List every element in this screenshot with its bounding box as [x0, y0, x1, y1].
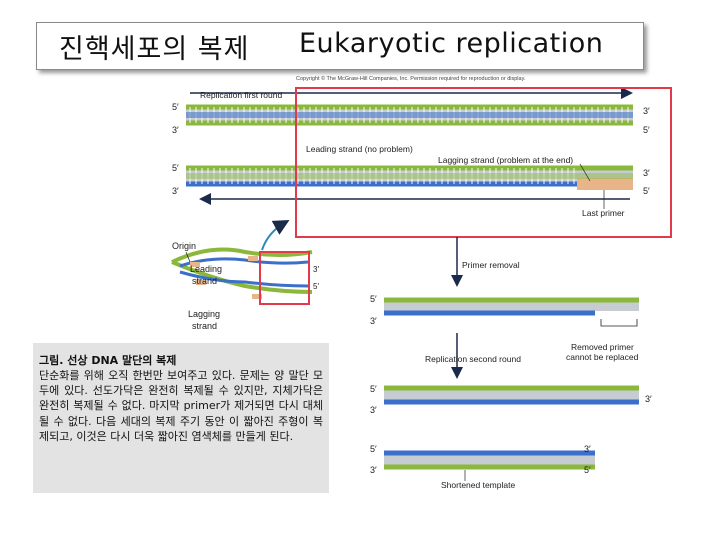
leading-strand-label-1: Leading	[190, 264, 222, 274]
r2-top-3prime: 3′	[370, 405, 377, 415]
origin-5prime: 5′	[313, 282, 319, 291]
origin-3prime: 3′	[313, 265, 319, 274]
lagging-strand-problem-label: Lagging strand (problem at the end)	[438, 155, 573, 165]
replication-first-round-label: Replication first round	[200, 90, 282, 100]
lagging-strand-label-2: strand	[192, 321, 217, 331]
round2-top-duplex	[384, 388, 639, 402]
r2-top-5prime: 5′	[370, 384, 377, 394]
r2-top-3prime-right: 3′	[645, 394, 652, 404]
caption-box: 그림. 선상 DNA 말단의 복제 단순화를 위해 오직 한번만 보여주고 있다…	[33, 343, 329, 493]
r2-bot-5prime: 5′	[370, 444, 377, 454]
r2-bot-3prime: 3′	[370, 465, 377, 475]
r1-top-5prime: 5′	[172, 102, 179, 112]
post-3prime: 3′	[370, 316, 377, 326]
shortened-template-label: Shortened template	[441, 480, 515, 490]
curved-arrow	[262, 222, 286, 250]
last-primer-block	[577, 178, 633, 190]
removed-primer-label-1: Removed primer	[571, 342, 634, 352]
r1-bot-3prime-right: 3′	[643, 168, 650, 178]
r1-top-3prime: 3′	[172, 125, 179, 135]
leading-strand-no-problem-label: Leading strand (no problem)	[306, 144, 413, 154]
replication-second-round-label: Replication second round	[425, 354, 521, 364]
lagging-strand-label-1: Lagging	[188, 309, 220, 319]
r1-bot-5prime: 5′	[172, 163, 179, 173]
origin-bubble	[172, 250, 312, 299]
r1-top-5prime-right: 5′	[643, 125, 650, 135]
removed-primer-label-2: cannot be replaced	[566, 352, 639, 362]
post-removal-duplex	[384, 300, 639, 326]
post-5prime: 5′	[370, 294, 377, 304]
r2-bot-3prime-right: 3′	[584, 444, 591, 454]
origin-highlight-box	[260, 252, 309, 304]
r1-bot-5prime-right: 5′	[643, 186, 650, 196]
primer-removal-label: Primer removal	[462, 260, 520, 270]
caption-heading: 그림. 선상 DNA 말단의 복제	[39, 352, 176, 368]
origin-label: Origin	[172, 241, 196, 251]
r1-bot-3prime: 3′	[172, 186, 179, 196]
round2-bottom-duplex	[384, 453, 595, 467]
leading-strand-label-2: strand	[192, 276, 217, 286]
r1-top-3prime-right: 3′	[643, 106, 650, 116]
caption-body: 단순화를 위해 오직 한번만 보여주고 있다. 문제는 양 말단 모두에 있다.…	[39, 368, 323, 444]
last-primer-label: Last primer	[582, 208, 625, 218]
removed-primer-bracket	[601, 319, 637, 326]
r2-bot-5prime-right: 5′	[584, 465, 591, 475]
